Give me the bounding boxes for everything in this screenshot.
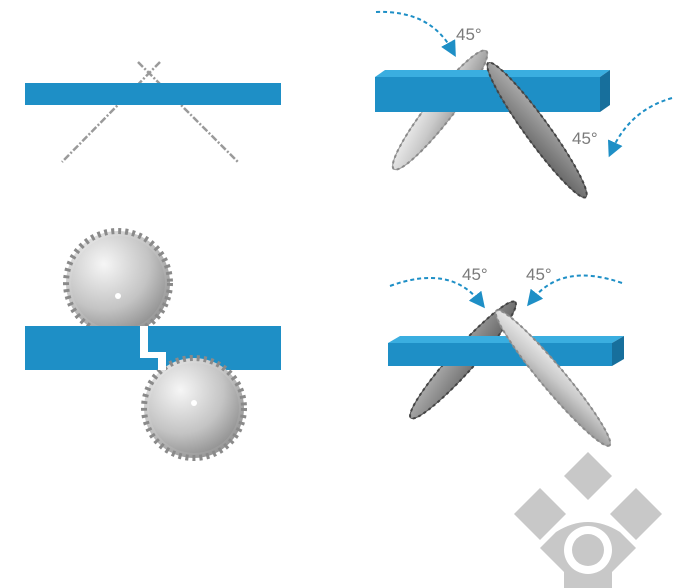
saw-disc-lower [144,358,244,458]
workpiece-bar [25,83,281,105]
panel-bottom-right: 45° 45° [388,265,624,453]
angle-label: 45° [456,25,482,44]
curved-dashed-arrow-icon [376,12,452,50]
panel-top-left [25,62,281,162]
tilted-blade-light [487,303,619,453]
angle-label: 45° [462,265,488,284]
thin-blade-left [62,62,160,162]
angle-label: 45° [572,129,598,148]
angle-label: 45° [526,265,552,284]
panel-top-right: 45° 45° [375,12,672,204]
workpiece-bar [25,326,281,370]
workpiece-bar-3d [388,336,624,366]
thin-blade-right [138,62,238,162]
curved-dashed-arrow-icon [612,98,672,150]
saw-disc-upper [66,231,170,335]
panel-bottom-left [25,231,281,458]
watermark-logo [514,452,662,588]
